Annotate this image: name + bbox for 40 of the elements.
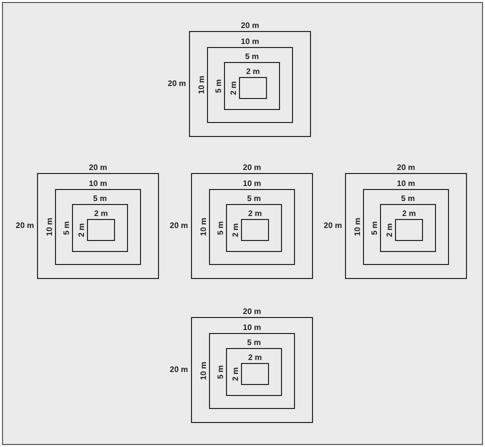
dimension-label: 5 m [214, 78, 223, 95]
dimension-label: 2 m [77, 222, 86, 239]
dimension-label: 2 m [231, 366, 240, 383]
dimension-label: 5 m [246, 338, 262, 347]
dimension-label: 20 m [242, 307, 262, 316]
dimension-label: 20 m [240, 21, 260, 30]
dimension-label: 10 m [242, 323, 262, 332]
dimension-label: 2 m [401, 209, 417, 218]
dimension-label: 5 m [370, 220, 379, 237]
dimension-label: 2 m [245, 67, 261, 76]
dimension-label: 10 m [197, 74, 206, 96]
dimension-label: 2 m [385, 222, 394, 239]
dimension-label: 10 m [45, 216, 54, 238]
dimension-label: 20 m [324, 221, 342, 230]
dimension-label: 2 m [229, 80, 238, 97]
dimension-label: 20 m [242, 163, 262, 172]
dimension-label: 2 m [247, 209, 263, 218]
dimension-label: 2 m [231, 222, 240, 239]
dimension-label: 2 m [247, 353, 263, 362]
dimension-label: 5 m [216, 364, 225, 381]
dimension-label: 10 m [242, 179, 262, 188]
dimension-label: 20 m [170, 221, 188, 230]
dimension-label: 5 m [62, 220, 71, 237]
dimension-label: 10 m [396, 179, 416, 188]
dimension-label: 10 m [353, 216, 362, 238]
dimension-label: 20 m [170, 365, 188, 374]
dimension-label: 20 m [88, 163, 108, 172]
dimension-label: 10 m [199, 216, 208, 238]
dimension-label: 10 m [240, 37, 260, 46]
dimension-label: 20 m [168, 79, 186, 88]
dimension-label: 10 m [88, 179, 108, 188]
dimension-label: 2 m [93, 209, 109, 218]
dimension-label: 20 m [396, 163, 416, 172]
dimension-label: 5 m [244, 52, 260, 61]
dimension-label: 10 m [199, 360, 208, 382]
dimension-label: 5 m [246, 194, 262, 203]
dimension-label: 5 m [92, 194, 108, 203]
dimension-label: 20 m [16, 221, 34, 230]
dimension-label: 5 m [216, 220, 225, 237]
dimension-label: 5 m [400, 194, 416, 203]
